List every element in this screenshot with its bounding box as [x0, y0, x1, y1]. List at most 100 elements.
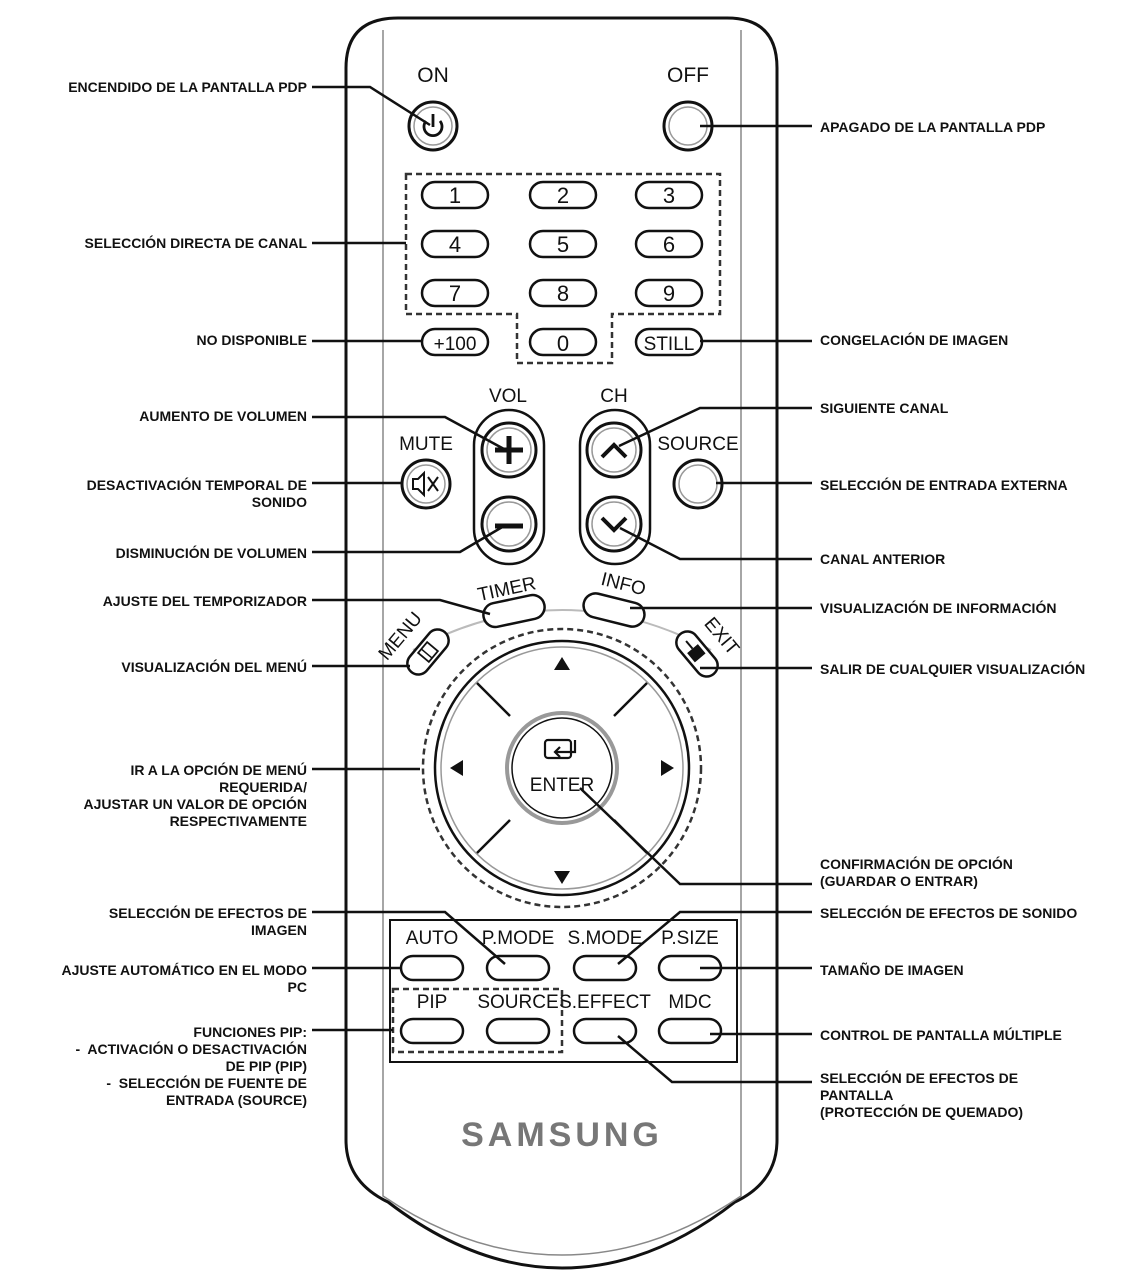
nav-right-button[interactable]: [661, 760, 674, 776]
exit-button[interactable]: [672, 627, 722, 681]
digit-9-button[interactable]: 9: [634, 278, 704, 308]
label-direct-channel: SELECCIÓN DIRECTA DE CANAL: [84, 235, 307, 251]
digit-3-button[interactable]: 3: [634, 180, 704, 210]
chevron-up-icon: [600, 442, 628, 459]
label-menu: VISUALIZACIÓN DEL MENÚ: [121, 659, 307, 675]
off-caption: OFF: [667, 64, 709, 87]
pip-source-button[interactable]: [485, 1017, 551, 1045]
nav-left-button[interactable]: [450, 760, 463, 776]
picture-size-caption: P.SIZE: [661, 928, 719, 949]
svg-text:STILL: STILL: [644, 334, 695, 355]
chevron-down-icon: [600, 516, 628, 533]
nav-down-button[interactable]: [554, 871, 570, 884]
triangle-right-icon: [661, 760, 674, 776]
svg-text:6: 6: [663, 232, 675, 257]
label-power-off: APAGADO DE LA PANTALLA PDP: [820, 119, 1046, 135]
label-source: SELECCIÓN DE ENTRADA EXTERNA: [820, 477, 1068, 493]
power-icon: [422, 114, 444, 137]
remote-inner-outline: [382, 30, 742, 1256]
exit-icon: [685, 640, 706, 663]
digit-8-button[interactable]: 8: [528, 278, 598, 308]
svg-text:2: 2: [557, 183, 569, 208]
label-enter: CONFIRMACIÓN DE OPCIÓN (GUARDAR O ENTRAR…: [820, 856, 1013, 889]
label-mdc: CONTROL DE PANTALLA MÚLTIPLE: [820, 1027, 1062, 1043]
triangle-up-icon: [554, 657, 570, 670]
svg-text:3: 3: [663, 183, 675, 208]
svg-text:5: 5: [557, 232, 569, 257]
sound-mode-button[interactable]: [572, 954, 638, 982]
digit-1-button[interactable]: 1: [420, 180, 490, 210]
nav-up-button[interactable]: [554, 657, 570, 670]
svg-text:4: 4: [449, 232, 461, 257]
timer-button[interactable]: [481, 593, 547, 629]
label-channel-up: SIGUIENTE CANAL: [820, 400, 949, 416]
menu-button[interactable]: [403, 625, 453, 679]
digit-0-button[interactable]: 0: [528, 327, 598, 357]
label-power-on: ENCENDIDO DE LA PANTALLA PDP: [68, 79, 307, 95]
label-screen-effect: SELECCIÓN DE EFECTOS DE PANTALLA (PROTEC…: [820, 1070, 1023, 1120]
svg-text:8: 8: [557, 281, 569, 306]
leader-lines: [312, 85, 812, 1084]
vol-caption: VOL: [489, 386, 527, 407]
label-auto: AJUSTE AUTOMÁTICO EN EL MODO PC: [61, 962, 307, 995]
speaker-muted-icon: [412, 470, 439, 498]
samsung-logo: SAMSUNG: [461, 1116, 663, 1154]
pip-source-caption: SOURCE: [477, 992, 558, 1013]
svg-text:+100: +100: [434, 334, 477, 355]
enter-icon: [543, 738, 577, 760]
mdc-button[interactable]: [657, 1017, 723, 1045]
triangle-down-icon: [554, 871, 570, 884]
pip-caption: PIP: [417, 992, 448, 1013]
mdc-caption: MDC: [668, 992, 711, 1013]
digit-5-button[interactable]: 5: [528, 229, 598, 259]
label-channel-down: CANAL ANTERIOR: [820, 551, 946, 567]
svg-text:1: 1: [449, 183, 461, 208]
arc-divider: [412, 609, 712, 651]
digit-7-button[interactable]: 7: [420, 278, 490, 308]
source-button[interactable]: [672, 458, 724, 510]
screen-effect-button[interactable]: [572, 1017, 638, 1045]
label-volume-down: DISMINUCIÓN DE VOLUMEN: [115, 545, 307, 561]
source-caption: SOURCE: [657, 434, 738, 455]
pip-button[interactable]: [399, 1017, 465, 1045]
digit-4-button[interactable]: 4: [420, 229, 490, 259]
svg-text:9: 9: [663, 281, 675, 306]
label-picture-size: TAMAÑO DE IMAGEN: [820, 962, 964, 978]
mute-caption: MUTE: [399, 434, 453, 455]
still-button[interactable]: STILL: [634, 327, 704, 357]
on-caption: ON: [417, 64, 449, 87]
label-pip: FUNCIONES PIP: - ACTIVACIÓN O DESACTIVAC…: [75, 1024, 307, 1108]
svg-text:0: 0: [557, 331, 569, 356]
function-panel: [389, 919, 738, 1063]
svg-text:7: 7: [449, 281, 461, 306]
plus100-button[interactable]: +100: [420, 327, 490, 357]
channel-up-button[interactable]: [585, 421, 643, 479]
info-button[interactable]: [581, 591, 647, 629]
mute-button[interactable]: [400, 458, 452, 510]
sound-mode-caption: S.MODE: [568, 928, 643, 949]
label-sound-mode: SELECCIÓN DE EFECTOS DE SONIDO: [820, 905, 1078, 921]
ch-caption: CH: [600, 386, 627, 407]
digit-6-button[interactable]: 6: [634, 229, 704, 259]
digit-2-button[interactable]: 2: [528, 180, 598, 210]
enter-label: ENTER: [530, 775, 594, 796]
plus-icon: [495, 436, 523, 464]
label-exit: SALIR DE CUALQUIER VISUALIZACIÓN: [820, 661, 1086, 677]
channel-down-button[interactable]: [585, 495, 643, 553]
picture-mode-button[interactable]: [485, 954, 551, 982]
label-picture-mode: SELECCIÓN DE EFECTOS DE IMAGEN: [108, 905, 307, 938]
screen-effect-caption: S.EFFECT: [559, 992, 651, 1013]
triangle-left-icon: [450, 760, 463, 776]
volume-down-button[interactable]: [480, 495, 538, 553]
label-navigate: IR A LA OPCIÓN DE MENÚ REQUERIDA/ AJUSTA…: [83, 762, 308, 829]
power-on-button[interactable]: [407, 100, 459, 152]
auto-button[interactable]: [399, 954, 465, 982]
nav-dashed-ring: [421, 627, 703, 909]
label-still: CONGELACIÓN DE IMAGEN: [820, 332, 1009, 348]
auto-caption: AUTO: [406, 928, 458, 949]
label-info: VISUALIZACIÓN DE INFORMACIÓN: [820, 600, 1057, 616]
label-timer: AJUSTE DEL TEMPORIZADOR: [102, 593, 307, 609]
volume-up-button[interactable]: [480, 421, 538, 479]
